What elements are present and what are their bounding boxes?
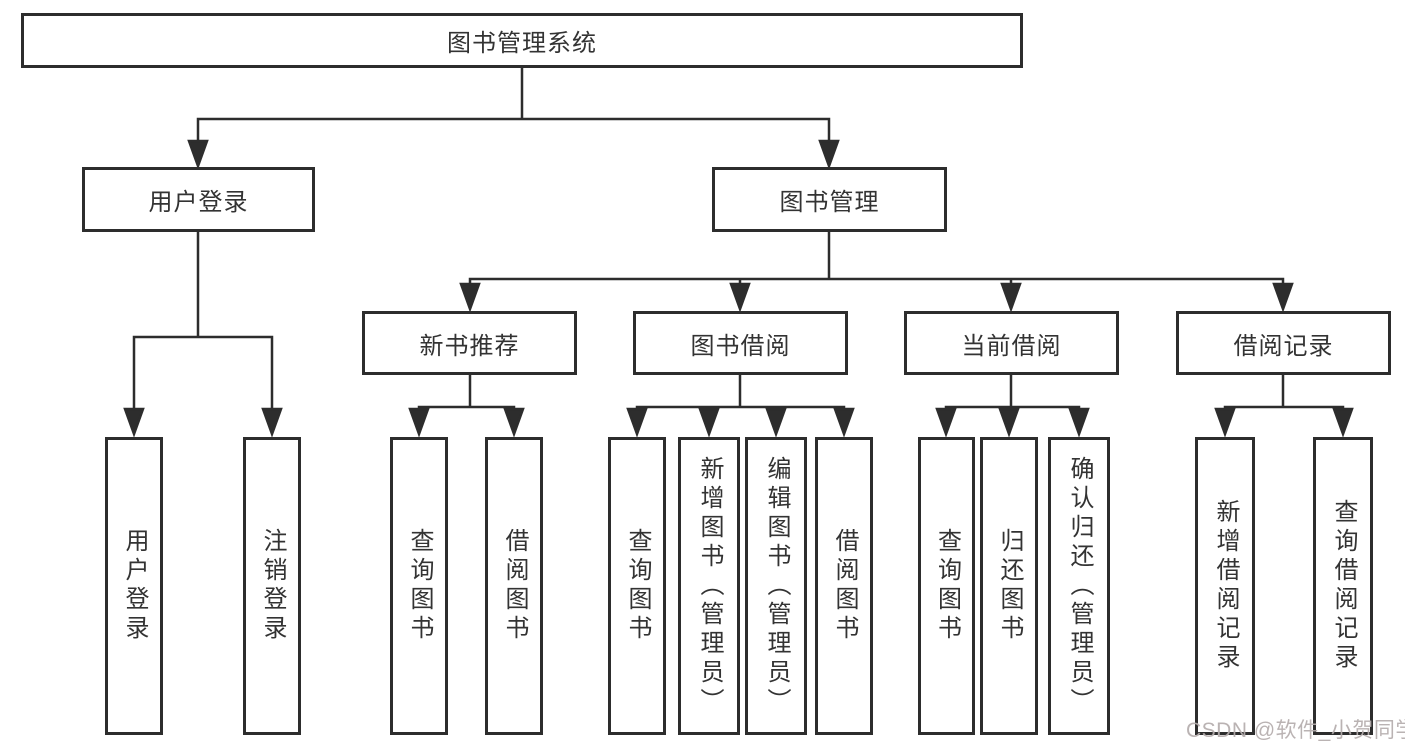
arrowhead-icon <box>818 139 840 170</box>
leaf-query-books-current: 查询图书 <box>918 437 975 735</box>
arrowhead-icon <box>123 407 145 438</box>
arrowhead-icon <box>187 139 209 170</box>
leaf-edit-books-admin: 编辑图书（管理员） <box>745 437 807 735</box>
arrowhead-icon <box>626 407 648 438</box>
arrowhead-icon <box>1000 282 1022 313</box>
leaf-return-books: 归还图书 <box>980 437 1038 735</box>
arrowhead-icon <box>698 407 720 438</box>
leaf-user-login: 用户登录 <box>105 437 163 735</box>
leaf-query-books-borrowing: 查询图书 <box>608 437 666 735</box>
arrowhead-icon <box>765 407 787 438</box>
connectors-borrowing-records <box>1214 373 1354 438</box>
leaf-query-books-recommend: 查询图书 <box>390 437 448 735</box>
watermark: CSDN @软件_小贺同学 <box>1186 719 1405 742</box>
leaf-confirm-return-admin: 确认归还（管理员） <box>1048 437 1110 735</box>
leaf-borrow-books-recommend: 借阅图书 <box>485 437 543 735</box>
connectors-current-borrowing <box>935 373 1090 438</box>
arrowhead-icon <box>935 407 957 438</box>
connectors-book-borrowing <box>626 373 855 438</box>
leaf-logout: 注销登录 <box>243 437 301 735</box>
arrowhead-icon <box>1068 407 1090 438</box>
arrowhead-icon <box>998 407 1020 438</box>
arrowhead-icon <box>459 282 481 313</box>
node-book-borrowing: 图书借阅 <box>633 311 848 375</box>
arrowhead-icon <box>1272 282 1294 313</box>
leaf-borrow-books-borrowing: 借阅图书 <box>815 437 873 735</box>
leaf-add-books-admin: 新增图书（管理员） <box>678 437 740 735</box>
arrowhead-icon <box>833 407 855 438</box>
node-new-book-recommend: 新书推荐 <box>362 311 577 375</box>
node-current-borrowing: 当前借阅 <box>904 311 1119 375</box>
arrowhead-icon <box>408 407 430 438</box>
node-book-management: 图书管理 <box>712 167 947 232</box>
connectors-user-login <box>123 230 283 438</box>
connectors-root <box>187 66 840 170</box>
node-user-login: 用户登录 <box>82 167 315 232</box>
connectors-new-book <box>408 373 525 438</box>
arrowhead-icon <box>729 282 751 313</box>
arrowhead-icon <box>503 407 525 438</box>
arrowhead-icon <box>1332 407 1354 438</box>
node-root: 图书管理系统 <box>21 13 1023 68</box>
arrowhead-icon <box>261 407 283 438</box>
connectors-book-management <box>459 230 1294 313</box>
node-borrowing-records: 借阅记录 <box>1176 311 1391 375</box>
leaf-query-borrow-record: 查询借阅记录 <box>1313 437 1373 735</box>
leaf-add-borrow-record: 新增借阅记录 <box>1195 437 1255 735</box>
arrowhead-icon <box>1214 407 1236 438</box>
